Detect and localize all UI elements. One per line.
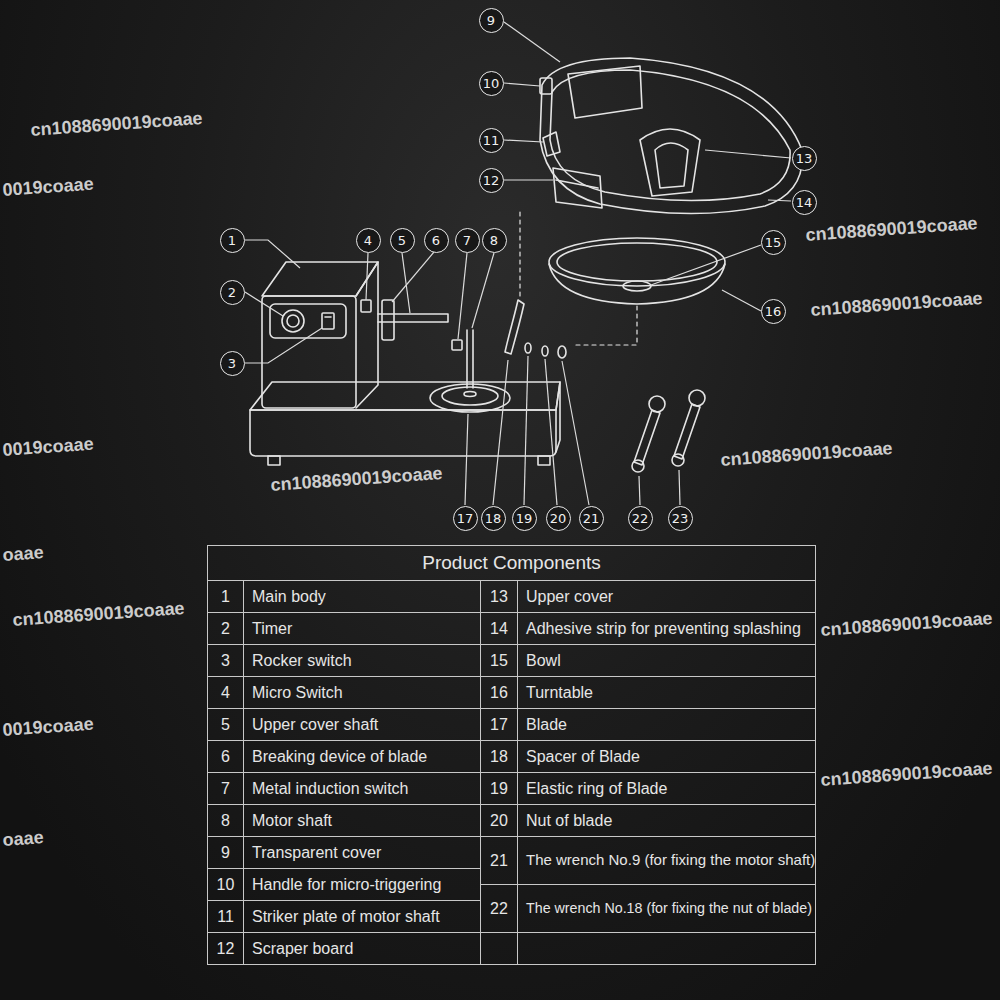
row-number: 21 [481,837,517,884]
callout-number: 4 [356,228,381,253]
component-name: Motor shaft [244,805,480,836]
row-number: 8 [208,805,243,836]
bowl [549,238,725,304]
row-number: 14 [481,613,517,644]
row-number: 7 [208,773,243,804]
row-number: 1 [208,581,243,612]
row-number: 16 [481,677,517,708]
component-name: The wrench No.18 (for fixing the nut of … [518,885,815,932]
row-number: 4 [208,677,243,708]
callout-number: 11 [479,128,504,153]
row-number: 17 [481,709,517,740]
callout-number: 3 [220,351,245,376]
component-name: Striker plate of motor shaft [244,901,480,932]
component-name: Blade [518,709,815,740]
callout-number: 7 [455,228,480,253]
watermark: cn1088690019coaae [270,463,443,496]
shaft-parts [378,300,566,412]
row-number: 5 [208,709,243,740]
callout-number: 5 [390,228,415,253]
row-number: 6 [208,741,243,772]
component-name: Upper cover [518,581,815,612]
callout-number: 17 [453,506,478,531]
row-number: 20 [481,805,517,836]
upper-cover [540,58,802,214]
component-name: Bowl [518,645,815,676]
callout-number: 6 [424,228,449,253]
base-plate [250,382,560,465]
component-name: Nut of blade [518,805,815,836]
callout-number: 22 [628,506,653,531]
callout-number: 20 [546,506,571,531]
callout-number: 8 [482,228,507,253]
component-name: Timer [244,613,480,644]
row-number: 3 [208,645,243,676]
callout-number: 12 [479,168,504,193]
component-name: Metal induction switch [244,773,480,804]
component-name: The wrench No.9 (for fixing the motor sh… [518,837,815,884]
component-name: Rocker switch [244,645,480,676]
row-number: 19 [481,773,517,804]
callout-number: 19 [512,506,537,531]
row-number: 13 [481,581,517,612]
row-number: 22 [481,885,517,932]
component-name: Turntable [518,677,815,708]
component-name: Breaking device of blade [244,741,480,772]
callout-number: 9 [479,8,504,33]
watermark: cn1088690019coaae [12,598,185,631]
callout-number: 2 [220,280,245,305]
callout-number: 1 [220,228,245,253]
table-title: Product Components [208,546,815,580]
row-number: 15 [481,645,517,676]
component-name: Scraper board [244,933,480,964]
row-number: 18 [481,741,517,772]
watermark: 0019coaae [2,714,94,741]
callout-number: 15 [761,230,786,255]
row-number: 11 [208,901,243,932]
watermark: cn1088690019coaae [820,758,993,791]
watermark: cn1088690019coaae [810,288,983,321]
callout-number: 23 [668,506,693,531]
component-name: Spacer of Blade [518,741,815,772]
callout-number: 16 [761,299,786,324]
watermark: cn1088690019coaae [820,608,993,641]
component-name: Handle for micro-triggering [244,869,480,900]
callout-number: 13 [792,146,817,171]
callout-number: 18 [481,506,506,531]
watermark: oaae [2,827,44,851]
component-name: Upper cover shaft [244,709,480,740]
wrenches [632,390,705,472]
component-name: Elastic ring of Blade [518,773,815,804]
assembly-dashes [520,212,637,345]
component-name: Micro Switch [244,677,480,708]
row-number: 2 [208,613,243,644]
component-name: Transparent cover [244,837,480,868]
watermark: cn1088690019coaae [805,213,978,246]
watermark: cn1088690019coaae [30,108,203,141]
leader-lines [245,22,791,505]
component-name: Main body [244,581,480,612]
component-name: Adhesive strip for preventing splashing [518,613,815,644]
callout-number: 14 [792,190,817,215]
watermark: 0019coaae [2,174,94,201]
main-body [262,262,378,408]
row-number: 9 [208,837,243,868]
callout-number: 10 [479,71,504,96]
table-grid [208,546,816,965]
row-number: 12 [208,933,243,964]
watermark: 0019coaae [2,434,94,461]
callout-number: 21 [579,506,604,531]
row-number: 10 [208,869,243,900]
watermark: cn1088690019coaae [720,438,893,471]
watermark: oaae [2,542,44,566]
